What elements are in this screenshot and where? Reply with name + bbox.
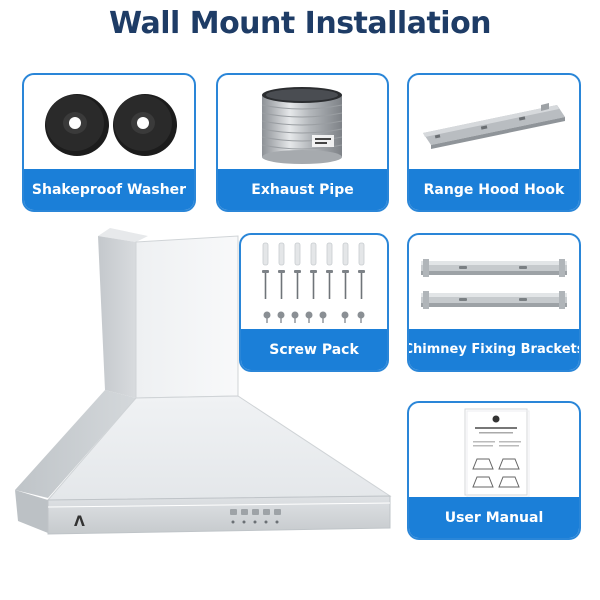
- booklet-icon: [409, 403, 579, 499]
- card-exhaust-pipe: Exhaust Pipe: [216, 73, 389, 212]
- foil-duct-icon: [218, 75, 387, 169]
- card-shakeproof-washer: Shakeproof Washer: [22, 73, 196, 212]
- card-user-manual: User Manual: [407, 401, 581, 540]
- range-hood-image: Λ: [10, 228, 395, 568]
- card-chimney-fixing-brackets: Chimney Fixing Brackets: [407, 233, 581, 372]
- screws-and-anchors-icon: [241, 235, 387, 331]
- exhaust-pipe-label: Exhaust Pipe: [218, 169, 387, 210]
- card-range-hood-hook: Range Hood Hook: [407, 73, 581, 212]
- metal-brackets-icon: [409, 235, 579, 329]
- range-hood-hook-label: Range Hood Hook: [409, 169, 579, 210]
- chimney-fixing-brackets-label: Chimney Fixing Brackets: [409, 329, 579, 370]
- card-screw-pack: Screw Pack: [239, 233, 389, 372]
- shakeproof-washer-label: Shakeproof Washer: [24, 169, 194, 210]
- user-manual-label: User Manual: [409, 497, 579, 538]
- range-hood-icon: Λ: [15, 228, 392, 535]
- wall-bracket-icon: [409, 75, 579, 169]
- svg-text:Λ: Λ: [74, 514, 85, 530]
- rubber-washer-icon: [24, 75, 194, 169]
- page-title: Wall Mount Installation: [108, 6, 492, 41]
- screw-pack-label: Screw Pack: [241, 329, 387, 370]
